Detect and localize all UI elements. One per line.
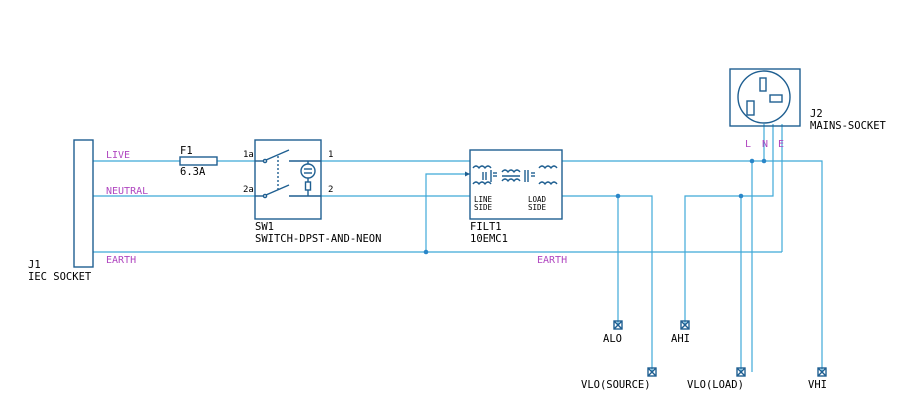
net-label-earth-right: EARTH — [537, 255, 567, 266]
terminal-vhi-label: VHI — [808, 379, 827, 391]
inductor-icon — [472, 181, 492, 186]
terminal-icon — [613, 320, 623, 330]
wires — [93, 124, 823, 372]
net-label-live: LIVE — [106, 150, 130, 161]
terminal-vlo-source-label: VLO(SOURCE) — [581, 379, 651, 391]
filt1-value: 10EMC1 — [470, 233, 508, 245]
sw1-pin-2: 2 — [328, 185, 333, 195]
j1-value: IEC SOCKET — [28, 271, 92, 283]
inductor-icon — [472, 165, 492, 170]
inductor-icon — [538, 181, 558, 186]
j2-value: MAINS-SOCKET — [810, 120, 887, 132]
j1-ref: J1 — [28, 259, 41, 271]
socket-live-pin-icon — [746, 100, 755, 116]
f1-ref: F1 — [180, 145, 193, 157]
j2-pin-e: E — [778, 139, 784, 150]
terminal-vlo-source[interactable] — [647, 367, 657, 377]
sw1-value: SWITCH-DPST-AND-NEON — [255, 233, 381, 245]
j2-pin-n: N — [762, 139, 768, 150]
terminal-alo-label: ALO — [603, 333, 622, 345]
filt1-line-side-label: SIDE — [474, 203, 493, 212]
filt1-load-side-label: SIDE — [528, 203, 547, 212]
wire-ahi-j2-neutral — [684, 124, 774, 325]
junction-dot — [423, 249, 429, 255]
wire-vlo-source — [562, 195, 653, 372]
sw1-switch[interactable] — [254, 139, 322, 220]
junction-dot — [761, 158, 767, 164]
sw1-body — [254, 139, 322, 220]
filt1-emc-filter[interactable] — [465, 149, 563, 220]
junctions — [423, 158, 767, 255]
terminal-ahi-label: AHI — [671, 333, 690, 345]
socket-neutral-pin-icon — [769, 94, 783, 103]
filt1-load-label: LOAD — [528, 195, 547, 204]
fuse-body — [179, 156, 218, 166]
wire-filter-earth — [425, 173, 470, 252]
sw1-ref: SW1 — [255, 221, 274, 233]
j1-body — [73, 139, 94, 268]
f1-value: 6.3A — [180, 166, 206, 178]
filt1-ref: FILT1 — [470, 221, 502, 233]
terminal-vlo-load-label: VLO(LOAD) — [687, 379, 744, 391]
j1-iec-socket[interactable] — [73, 139, 94, 268]
net-label-earth-left: EARTH — [106, 255, 136, 266]
sw1-pin-2a: 2a — [243, 185, 254, 195]
terminal-icon — [817, 367, 827, 377]
terminal-icon — [647, 367, 657, 377]
socket-earth-pin-icon — [759, 77, 767, 92]
net-label-neutral: NEUTRAL — [106, 186, 148, 197]
terminal-icon — [680, 320, 690, 330]
junction-dot — [615, 193, 621, 199]
terminal-ahi[interactable] — [680, 320, 690, 330]
choke-icon — [501, 169, 521, 174]
resistor-icon — [304, 181, 312, 191]
terminal-vlo-load[interactable] — [736, 367, 746, 377]
f1-fuse[interactable] — [179, 156, 218, 166]
choke-icon — [501, 178, 521, 183]
j2-mains-socket[interactable] — [729, 68, 801, 127]
neon-lamp-icon — [300, 163, 316, 179]
sw1-pin-1: 1 — [328, 150, 333, 160]
junction-dot — [749, 158, 755, 164]
arrow-icon — [465, 171, 470, 177]
terminal-vhi[interactable] — [817, 367, 827, 377]
terminal-icon — [736, 367, 746, 377]
j2-pin-l: L — [745, 139, 751, 150]
j2-body — [729, 68, 801, 127]
filt1-body — [469, 149, 563, 220]
j2-ref: J2 — [810, 108, 823, 120]
inductor-icon — [538, 165, 558, 170]
sw1-pin-1a: 1a — [243, 150, 254, 160]
junction-dot — [738, 193, 744, 199]
terminal-alo[interactable] — [613, 320, 623, 330]
filt1-line-label: LINE — [474, 195, 493, 204]
wire-vhi — [764, 160, 823, 372]
switch-blade — [265, 149, 290, 161]
socket-face-icon — [737, 70, 791, 124]
